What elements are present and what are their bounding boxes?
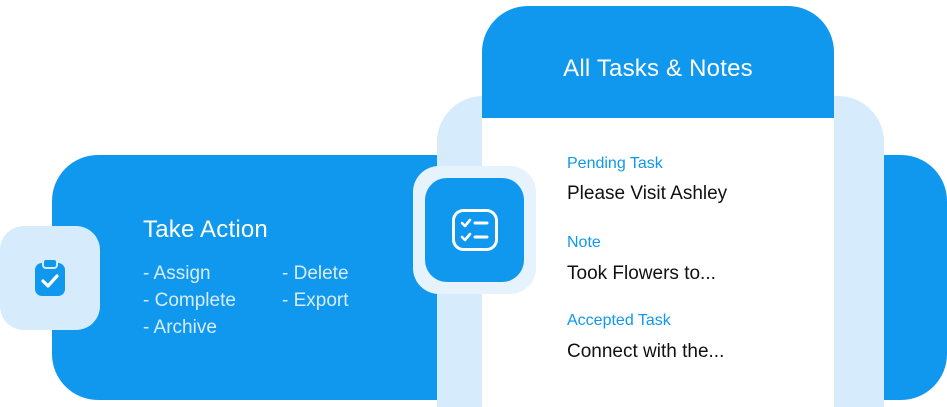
task-label-pending: Pending Task: [567, 155, 663, 172]
checklist-tile: [425, 178, 524, 282]
action-archive: - Archive: [143, 317, 217, 338]
action-delete: - Delete: [282, 263, 349, 284]
tasks-panel-body: [482, 118, 834, 407]
tasks-panel-title: All Tasks & Notes: [563, 55, 753, 82]
take-action-title: Take Action: [143, 216, 268, 243]
task-label-note: Note: [567, 234, 601, 251]
action-assign: - Assign: [143, 263, 211, 284]
task-text-accepted[interactable]: Connect with the...: [567, 341, 725, 362]
tasks-panel-header: All Tasks & Notes: [482, 6, 834, 118]
action-export: - Export: [282, 290, 349, 311]
action-complete: - Complete: [143, 290, 236, 311]
task-text-note[interactable]: Took Flowers to...: [567, 263, 716, 284]
task-label-accepted: Accepted Task: [567, 312, 671, 329]
task-text-pending[interactable]: Please Visit Ashley: [567, 183, 728, 204]
checklist-icon: [451, 209, 498, 251]
clipboard-tile: [0, 226, 100, 330]
clipboard-check-icon: [35, 258, 65, 296]
